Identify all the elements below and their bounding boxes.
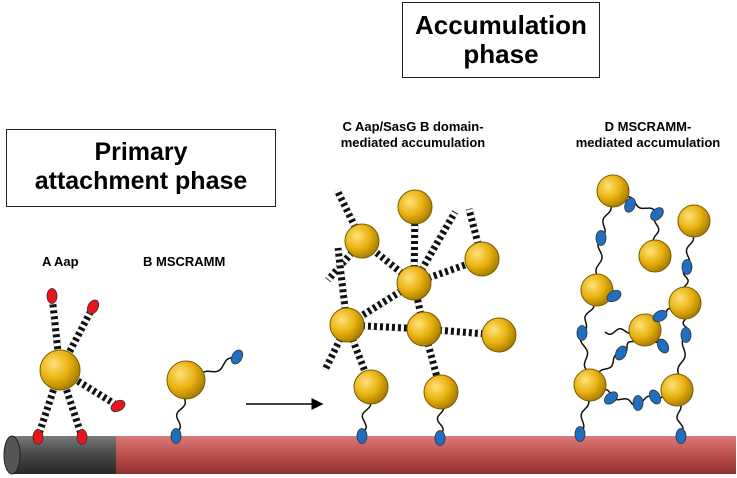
mscramm-blue-tip	[614, 345, 628, 361]
mscramm-blue-tip	[650, 207, 664, 221]
bacterial-cell	[423, 374, 459, 410]
bacterial-cell	[677, 204, 711, 238]
label-d-line2: mediated accumulation	[575, 135, 721, 150]
bacterial-cell	[668, 286, 702, 320]
surface-gray-segment	[12, 436, 116, 474]
substrate-surface	[3, 435, 736, 475]
mscramm-blue-tip	[624, 197, 636, 213]
bacterial-cell	[397, 189, 433, 225]
mscramm-blue-tip	[681, 259, 693, 275]
label-c: C Aap/SasG B domain- mediated accumulati…	[303, 119, 523, 151]
label-c-line2: mediated accumulation	[340, 135, 486, 150]
mscramm-blue-tip	[574, 426, 586, 442]
mscramm-blue-tip	[595, 230, 607, 246]
bacterial-cell	[580, 273, 614, 307]
aap-red-tip	[32, 429, 44, 445]
aap-fibril-light	[58, 367, 120, 409]
bacterial-cell	[166, 360, 206, 400]
mscramm-blue-tip	[606, 289, 622, 303]
bacterial-cells	[39, 174, 711, 410]
aap-red-tip	[110, 399, 126, 413]
bacterial-cell	[464, 241, 500, 277]
bacterial-cell	[596, 174, 630, 208]
bacterial-cell	[396, 265, 432, 301]
bacterial-cell	[353, 369, 389, 405]
mscramm-blue-tip	[652, 309, 668, 323]
bacterial-cell	[660, 373, 694, 407]
accumulation-phase-box: Accumulation phase	[402, 2, 600, 78]
mscramm-blue-tip	[656, 338, 670, 354]
bacterial-cell	[628, 313, 662, 347]
mscramm-blue-tip	[230, 349, 244, 365]
primary-title-line1: Primary	[94, 138, 188, 166]
mscramm-blue-tip	[576, 325, 588, 341]
label-d: D MSCRAMM- mediated accumulation	[558, 119, 737, 151]
bacterial-cell	[39, 349, 81, 391]
accumulation-title-line1: Accumulation	[415, 10, 587, 40]
mscramm-blue-tip	[680, 327, 692, 343]
surface-end-cap	[3, 435, 21, 475]
bacterial-cell	[344, 223, 380, 259]
label-c-line1: C Aap/SasG B domain-	[342, 119, 484, 134]
bacterial-cell	[329, 307, 365, 343]
mscramm-blue-tip	[632, 395, 644, 411]
bacterial-cell	[481, 317, 517, 353]
surface-red-segment	[112, 436, 736, 474]
aap-red-tip	[86, 299, 100, 315]
primary-attachment-phase-box: Primary attachment phase	[6, 129, 276, 207]
aap-red-tip	[76, 429, 88, 445]
bacterial-cell	[406, 311, 442, 347]
accumulation-title-line2: phase	[463, 39, 539, 69]
label-d-line1: D MSCRAMM-	[604, 119, 692, 134]
mscramm-blue-tip	[675, 428, 687, 444]
adhesin-tips	[32, 197, 693, 446]
mscramm-blue-tip	[170, 428, 182, 444]
aap-red-tip	[46, 288, 58, 304]
bacterial-cell	[638, 239, 672, 273]
mscramm-blue-tip	[356, 428, 368, 444]
mscramm-blue-tip	[434, 430, 446, 446]
bacterial-cell	[573, 368, 607, 402]
mscramm-blue-tip	[604, 391, 618, 405]
mscramm-blue-tip	[648, 389, 662, 405]
label-a-aap: A Aap	[42, 254, 79, 269]
primary-title-line2: attachment phase	[34, 167, 248, 195]
label-b-mscramm: B MSCRAMM	[143, 254, 226, 269]
